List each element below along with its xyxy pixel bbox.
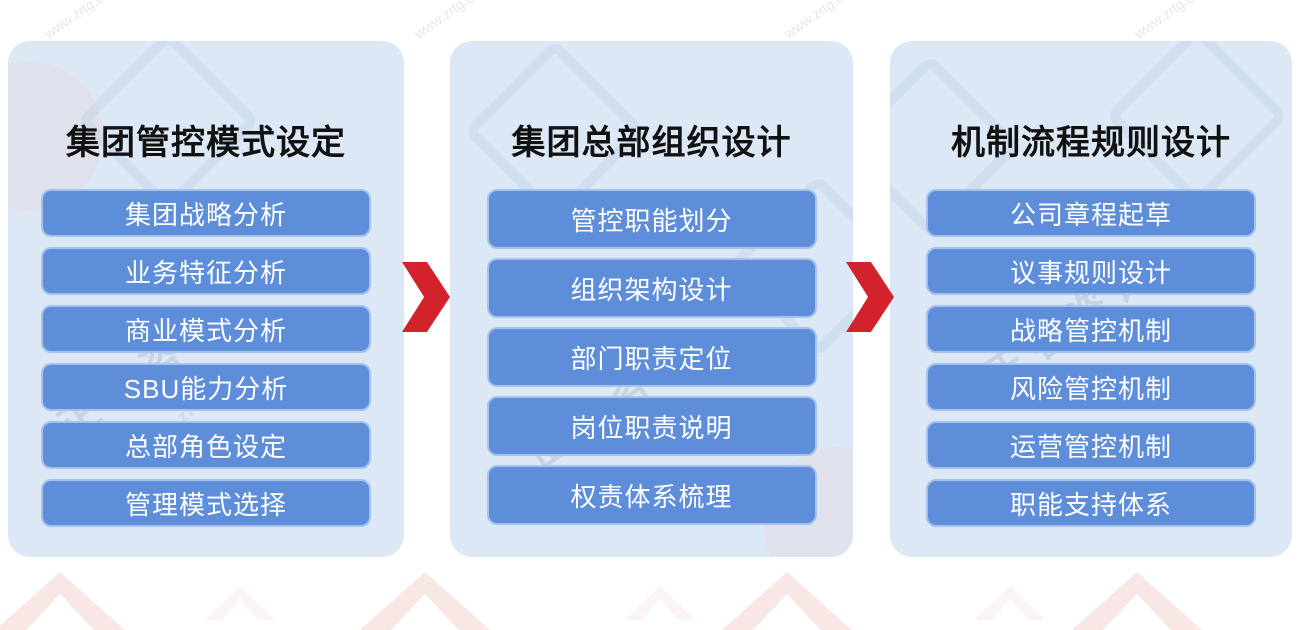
watermark-mountain-logo [975,586,1045,620]
step-item: 议事规则设计 [926,247,1256,295]
phase-panel-mechanism-rules: 正睿咨询 机制流程规则设计 公司章程起草 议事规则设计 战略管控机制 风险管控机… [890,41,1292,557]
watermark-mountain-logo [625,586,695,620]
step-item: 集团战略分析 [41,189,371,237]
step-item: 公司章程起草 [926,189,1256,237]
watermark-mountain-logo [722,572,852,630]
step-list: 集团战略分析 业务特征分析 商业模式分析 SBU能力分析 总部角色设定 管理模式… [41,189,371,527]
watermark-mountain-logo [0,572,125,630]
step-item: 业务特征分析 [41,247,371,295]
phase-title: 机制流程规则设计 [951,124,1231,163]
step-item: 风险管控机制 [926,363,1256,411]
phase-title: 集团总部组织设计 [511,124,792,163]
watermark-mountain-logo [360,572,490,630]
watermark-mountain-logo [1072,572,1202,630]
step-item: 商业模式分析 [41,305,371,353]
step-list: 公司章程起草 议事规则设计 战略管控机制 风险管控机制 运营管控机制 职能支持体… [926,189,1256,527]
chevron-right-icon [846,262,894,332]
step-item: 组织架构设计 [486,258,817,318]
chevron-right-icon [402,262,450,332]
watermark-mountain-logo [205,586,275,620]
step-item: 管理模式选择 [41,479,371,527]
step-item: 总部角色设定 [41,421,371,469]
phase-panel-control-model: 正睿咨询 www.zrtg.com 集团管控模式设定 集团战略分析 业务特征分析… [8,41,404,557]
phase-title: 集团管控模式设定 [66,124,346,163]
watermark-top-fragment: www.zrtg.com [411,0,492,42]
watermark-top-fragment: www.zrtg.com [41,0,122,42]
watermark-top-fragment: www.zrtg.com [781,0,862,42]
step-item: SBU能力分析 [41,363,371,411]
step-item: 管控职能划分 [486,189,817,249]
step-list: 管控职能划分 组织架构设计 部门职责定位 岗位职责说明 权责体系梳理 [486,189,817,525]
step-item: 职能支持体系 [926,479,1256,527]
phase-panel-hq-org-design: 正睿咨询 集团总部组织设计 管控职能划分 组织架构设计 部门职责定位 岗位职责说… [450,41,853,557]
step-item: 运营管控机制 [926,421,1256,469]
step-item: 岗位职责说明 [486,396,817,456]
step-item: 战略管控机制 [926,305,1256,353]
step-item: 权责体系梳理 [486,465,817,525]
step-item: 部门职责定位 [486,327,817,387]
watermark-top-fragment: www.zrtg.com [1131,0,1212,42]
